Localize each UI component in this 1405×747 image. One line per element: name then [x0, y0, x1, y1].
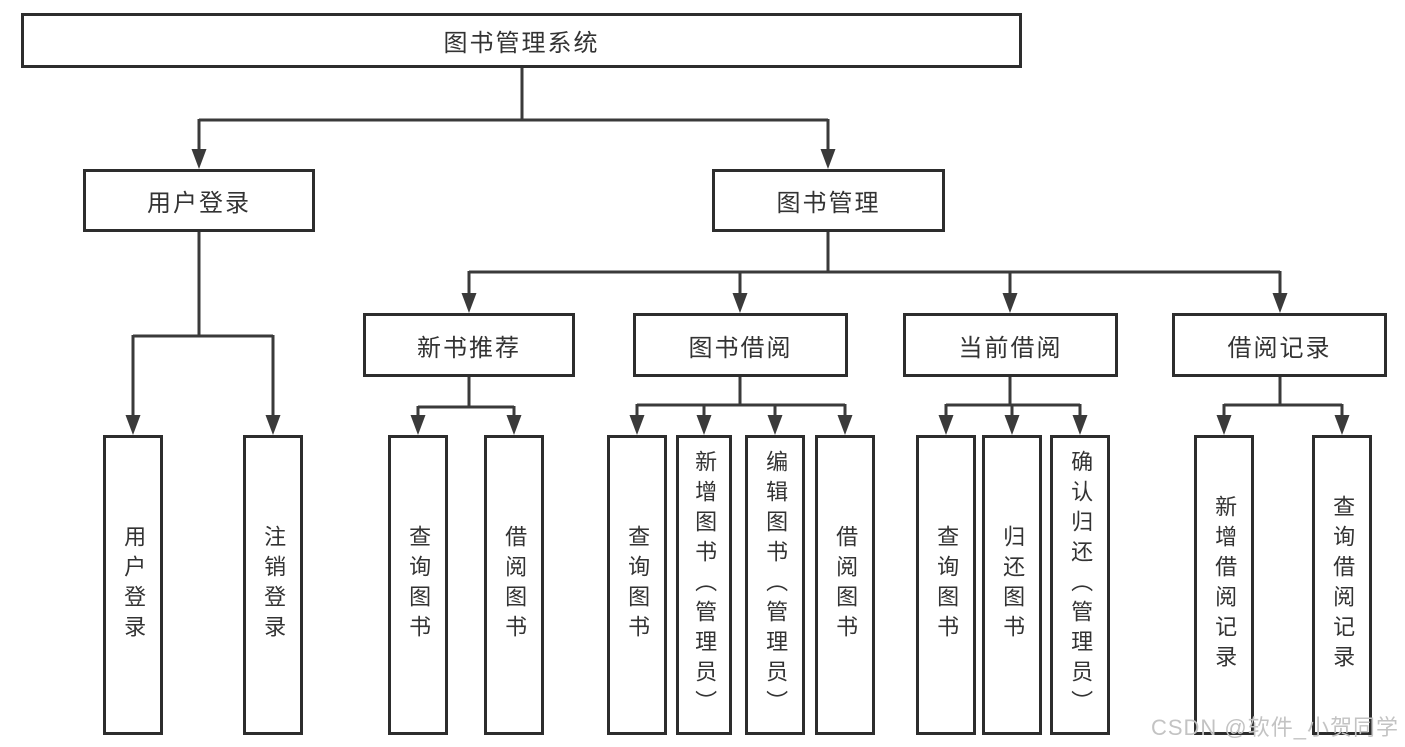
- node-user-login: 用户登录: [83, 169, 315, 232]
- leaf-newbook-borrow-books: 借阅图书: [484, 435, 544, 735]
- leaf-borrow-borrow-books: 借阅图书: [815, 435, 875, 735]
- node-current-borrowing: 当前借阅: [903, 313, 1118, 377]
- node-new-book-recommend: 新书推荐: [363, 313, 575, 377]
- leaf-records-query-record: 查询借阅记录: [1312, 435, 1372, 735]
- leaf-borrow-edit-books-admin: 编辑图书（管理员）: [745, 435, 805, 735]
- node-book-borrowing: 图书借阅: [633, 313, 848, 377]
- leaf-newbook-query-books: 查询图书: [388, 435, 448, 735]
- node-user-login-label: 用户登录: [147, 190, 251, 217]
- leaf-user-login: 用户登录: [103, 435, 163, 735]
- node-book-management: 图书管理: [712, 169, 945, 232]
- node-borrow-records: 借阅记录: [1172, 313, 1387, 377]
- node-book-borrowing-label: 图书借阅: [688, 334, 793, 362]
- node-new-book-recommend-label: 新书推荐: [417, 334, 521, 362]
- node-current-borrowing-label: 当前借阅: [958, 334, 1063, 362]
- node-borrow-records-label: 借阅记录: [1227, 334, 1332, 362]
- leaf-current-confirm-return-admin: 确认归还（管理员）: [1050, 435, 1110, 735]
- node-book-management-label: 图书管理: [776, 190, 881, 217]
- leaf-current-return-books: 归还图书: [982, 435, 1042, 735]
- leaf-logout: 注销登录: [243, 435, 303, 735]
- leaf-current-query-books: 查询图书: [916, 435, 976, 735]
- leaf-borrow-add-books-admin: 新增图书（管理员）: [676, 435, 732, 735]
- node-root-label: 图书管理系统: [443, 30, 600, 57]
- node-root: 图书管理系统: [21, 13, 1022, 68]
- csdn-watermark: CSDN @软件_小贺同学: [1150, 715, 1399, 740]
- leaf-records-add-record: 新增借阅记录: [1194, 435, 1254, 735]
- leaf-borrow-query-books: 查询图书: [607, 435, 667, 735]
